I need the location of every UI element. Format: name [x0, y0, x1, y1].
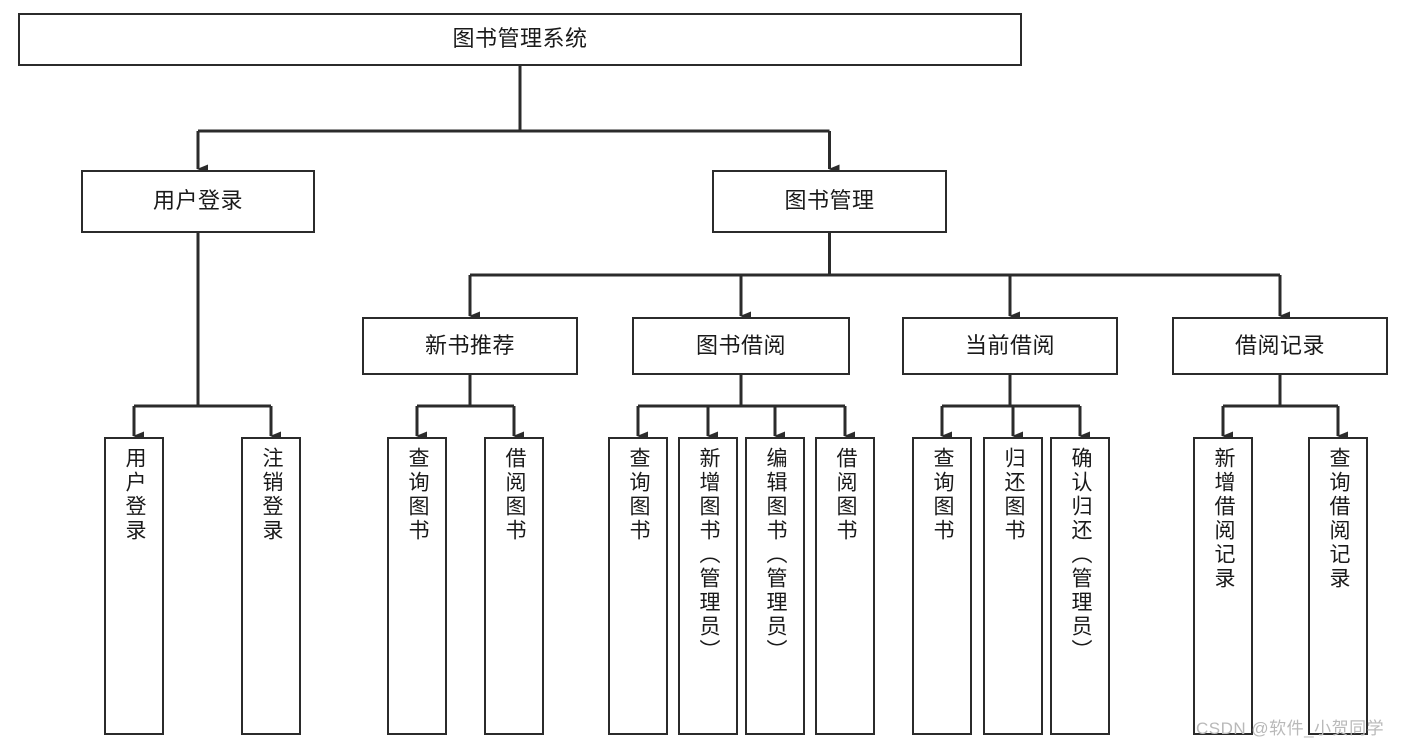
node-label: 当前借阅	[964, 332, 1055, 358]
node-label: 查询图书	[627, 447, 651, 543]
node-borrow[interactable]: 图书借阅	[632, 317, 850, 375]
node-label: 图书管理系统	[452, 26, 588, 52]
node-label: 用户登录	[123, 447, 147, 543]
node-l-b-query[interactable]: 查询图书	[608, 437, 668, 735]
node-label: 借阅记录	[1234, 332, 1325, 358]
node-l-c-return[interactable]: 归还图书	[983, 437, 1043, 735]
node-l-c-confirm[interactable]: 确认归还（管理员）	[1050, 437, 1110, 735]
node-l-logout[interactable]: 注销登录	[241, 437, 301, 735]
node-newbook[interactable]: 新书推荐	[362, 317, 578, 375]
node-l-userlogin[interactable]: 用户登录	[104, 437, 164, 735]
node-label: 查询图书	[931, 447, 955, 543]
node-login[interactable]: 用户登录	[81, 170, 315, 233]
node-records[interactable]: 借阅记录	[1172, 317, 1388, 375]
node-l-nb-borrow[interactable]: 借阅图书	[484, 437, 544, 735]
node-label: 注销登录	[260, 447, 284, 543]
node-l-c-query[interactable]: 查询图书	[912, 437, 972, 735]
node-l-nb-query[interactable]: 查询图书	[387, 437, 447, 735]
node-label: 编辑图书（管理员）	[764, 447, 788, 663]
node-label: 用户登录	[152, 188, 243, 214]
watermark: CSDN @软件_小贺同学	[1196, 719, 1385, 738]
node-label: 查询借阅记录	[1327, 447, 1351, 591]
node-label: 确认归还（管理员）	[1069, 447, 1093, 663]
node-l-b-add[interactable]: 新增图书（管理员）	[678, 437, 738, 735]
node-l-b-borrow[interactable]: 借阅图书	[815, 437, 875, 735]
node-l-r-query[interactable]: 查询借阅记录	[1308, 437, 1368, 735]
connector-group	[132, 66, 1348, 441]
node-label: 新增图书（管理员）	[697, 447, 721, 663]
node-current[interactable]: 当前借阅	[902, 317, 1118, 375]
node-label: 归还图书	[1002, 447, 1026, 543]
node-label: 借阅图书	[834, 447, 858, 543]
node-root[interactable]: 图书管理系统	[18, 13, 1022, 66]
node-l-b-edit[interactable]: 编辑图书（管理员）	[745, 437, 805, 735]
node-label: 图书借阅	[695, 332, 786, 358]
node-label: 借阅图书	[503, 447, 527, 543]
node-bookmgmt[interactable]: 图书管理	[712, 170, 947, 233]
node-label: 查询图书	[406, 447, 430, 543]
node-label: 图书管理	[784, 188, 875, 214]
node-l-r-add[interactable]: 新增借阅记录	[1193, 437, 1253, 735]
node-label: 新书推荐	[424, 332, 515, 358]
node-label: 新增借阅记录	[1212, 447, 1236, 591]
